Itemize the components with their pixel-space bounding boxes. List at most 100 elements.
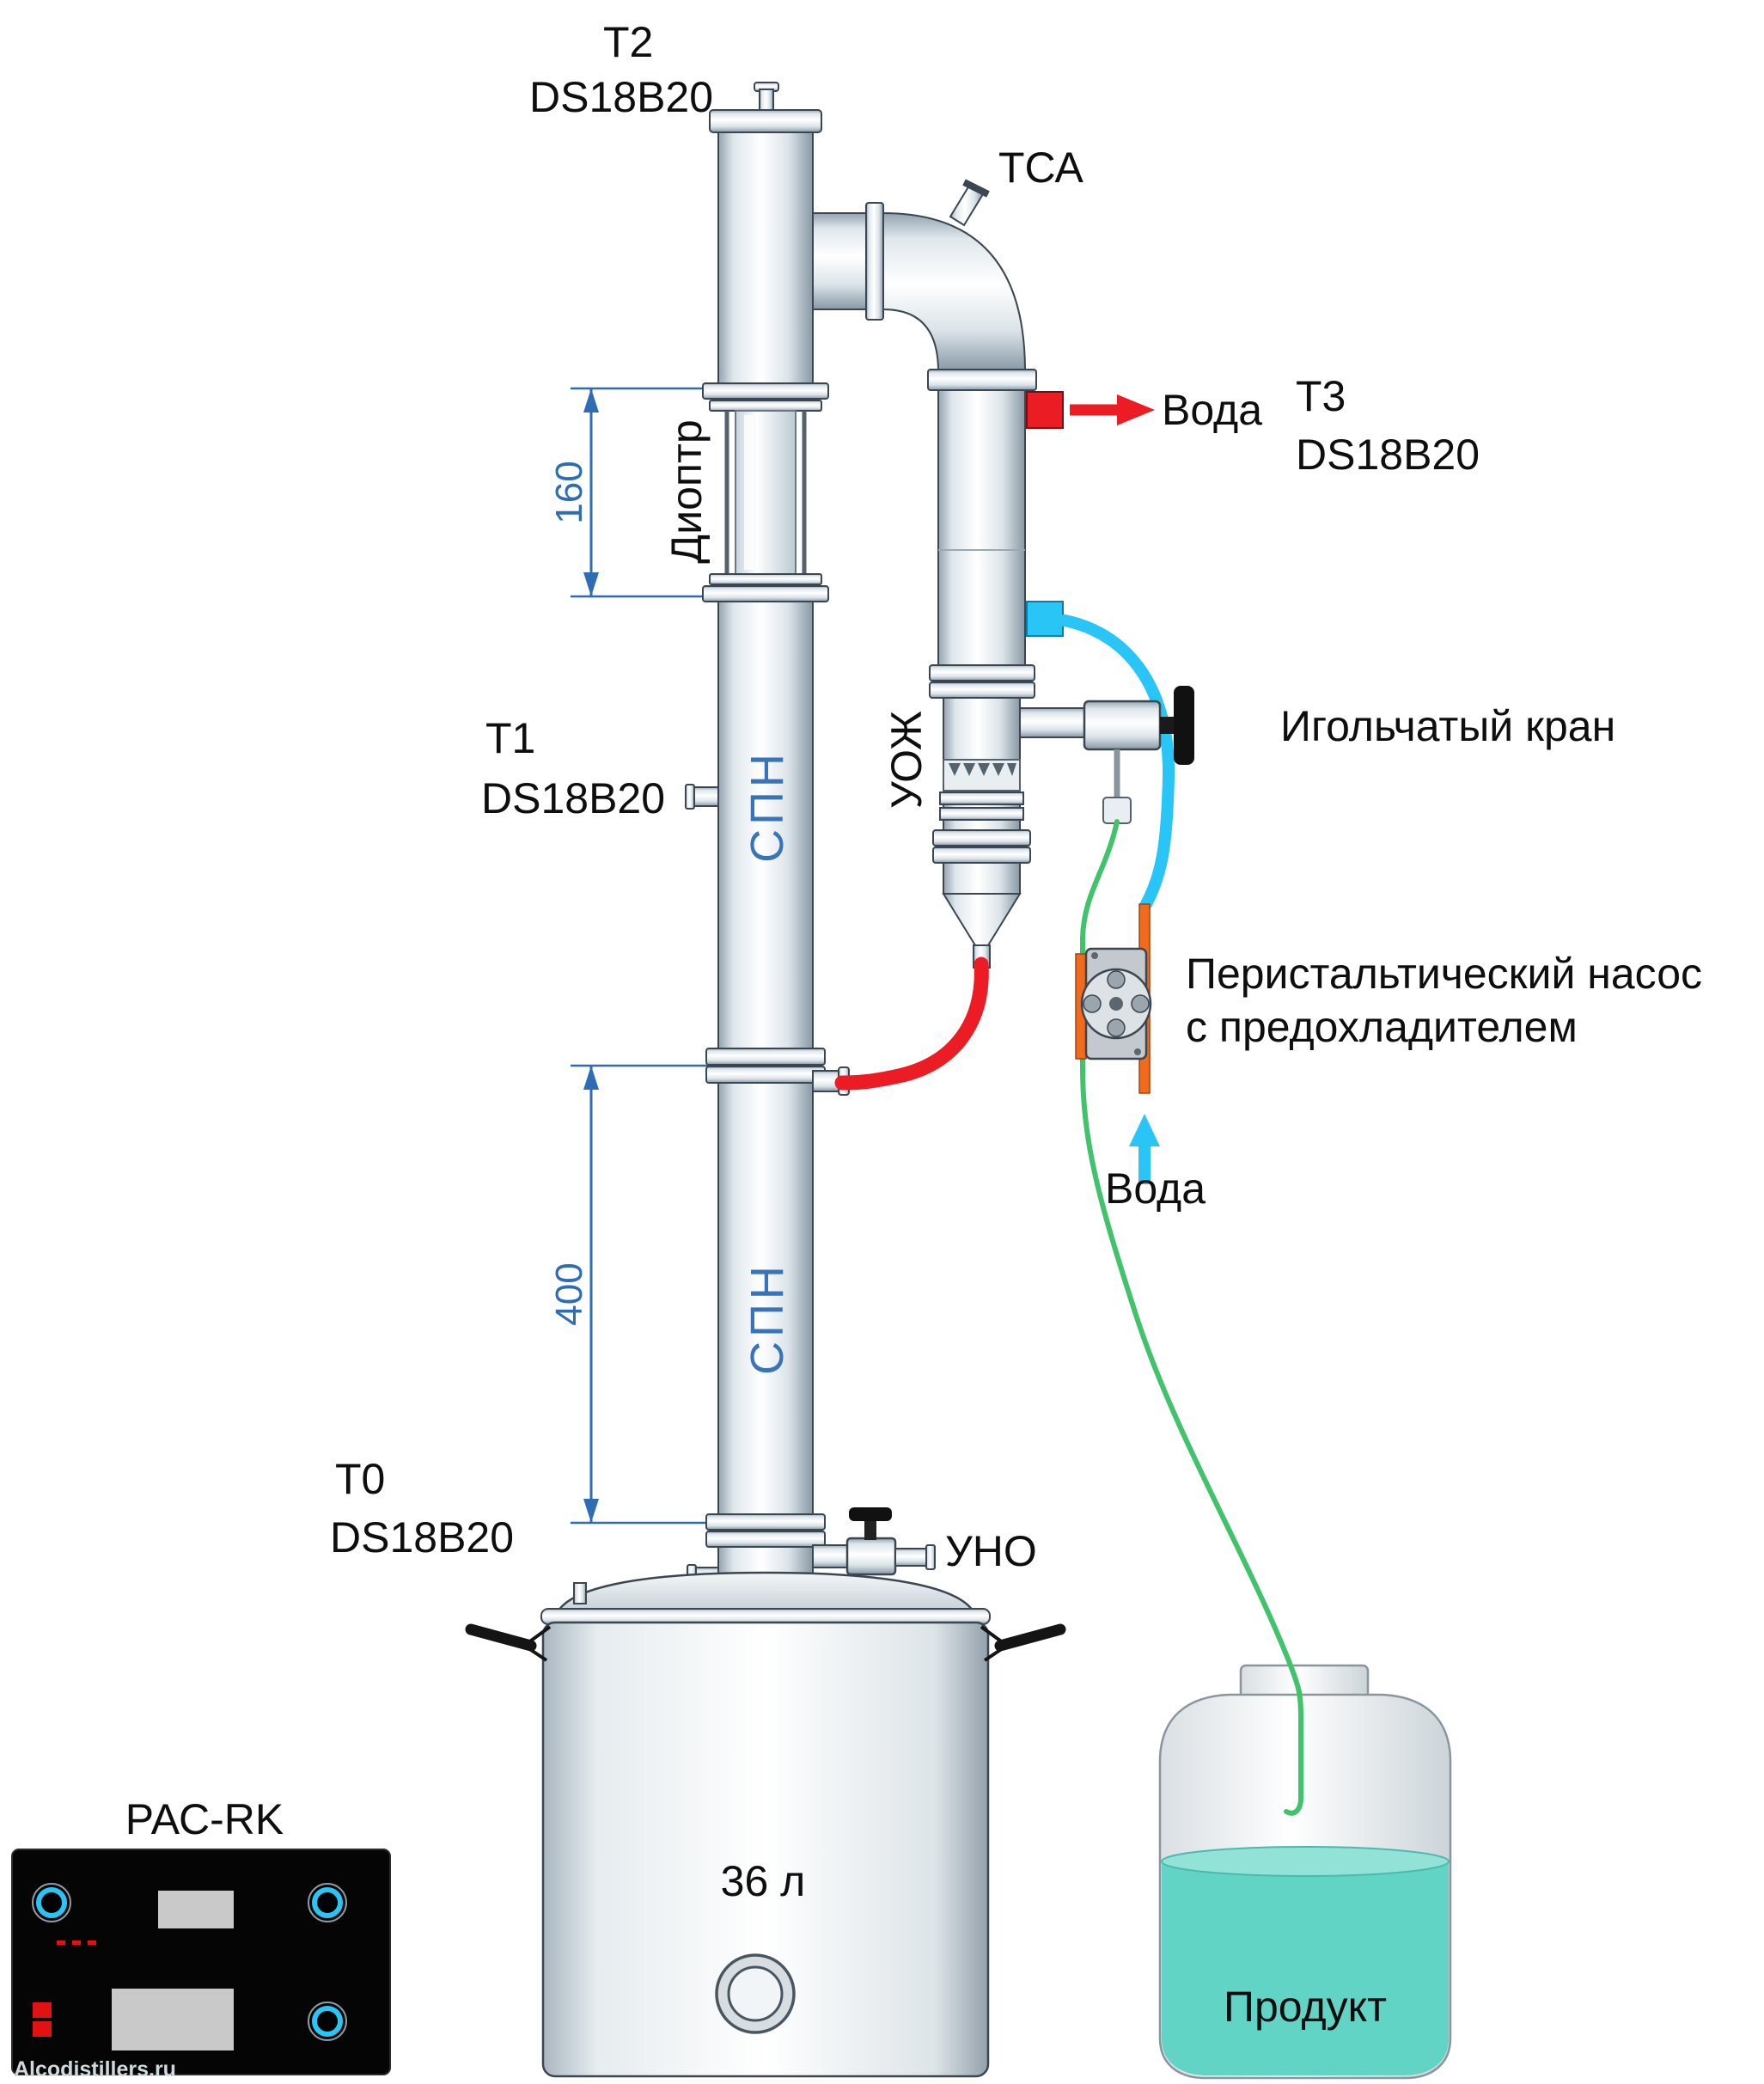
cone-flange xyxy=(932,846,1031,864)
needle-valve-body xyxy=(1083,700,1162,751)
column-top-cap xyxy=(709,109,822,133)
column-bottom-flange xyxy=(705,1531,826,1548)
t2-model-label: DS18B20 xyxy=(529,73,713,121)
dioptr-sight-glass xyxy=(702,382,829,602)
sight-mark xyxy=(978,763,990,776)
column-mid-flange xyxy=(705,1048,826,1066)
spn-lower-label: СПН xyxy=(742,1262,793,1375)
takeoff-ring xyxy=(939,807,1024,821)
bottom-cone xyxy=(942,893,1022,946)
water-outlet-port xyxy=(1026,391,1064,429)
takeoff-branch-pipe xyxy=(1019,707,1086,738)
water-in-arrow-shaft xyxy=(1138,1146,1151,1184)
dim-arrowhead-up xyxy=(583,1066,599,1090)
pump-hub xyxy=(1109,997,1123,1011)
product-tube xyxy=(1080,819,1303,1816)
pump-label-line1: Перистальтический насос xyxy=(1186,950,1702,998)
vapor-elbow xyxy=(812,179,1027,372)
spn-upper-label: СПН xyxy=(742,749,793,863)
main-column xyxy=(685,82,850,1601)
red-button xyxy=(33,2021,52,2037)
water-in-label: Вода xyxy=(1105,1164,1206,1213)
dimension-160: 160 xyxy=(548,387,711,598)
dim-arrowhead-down xyxy=(583,572,599,596)
column-pipe-lower xyxy=(717,1082,814,1515)
branch-pipe xyxy=(812,212,869,310)
dioptr-bottom-flange xyxy=(702,585,829,602)
display-small xyxy=(158,1891,234,1928)
t2-label: Т2 xyxy=(603,18,653,66)
dimension-400: 400 xyxy=(548,1064,711,1525)
boiler-handle-left-support xyxy=(514,1638,548,1662)
product-jug xyxy=(1158,1664,1452,2080)
boiler-handle-right-support xyxy=(983,1638,1017,1662)
dim-arrowhead-up xyxy=(583,388,599,413)
condenser-body xyxy=(937,389,1026,666)
water-in-arrow-head xyxy=(1129,1114,1160,1146)
product-label: Продукт xyxy=(1224,1983,1387,2031)
boiler-body xyxy=(541,1621,990,2078)
t1-label: Т1 xyxy=(485,714,535,762)
display-large xyxy=(112,1989,234,2050)
red-button xyxy=(33,2002,52,2018)
lid-port xyxy=(573,1582,587,1604)
dim-400-value: 400 xyxy=(548,1262,590,1325)
uno-valve-body xyxy=(845,1537,897,1576)
jug-liquid-surface xyxy=(1161,1846,1450,1877)
dioptr-top-gasket xyxy=(709,400,822,412)
pump-bolt xyxy=(1134,1048,1141,1055)
jug-neck xyxy=(1239,1664,1370,1700)
t1-model-label: DS18B20 xyxy=(481,774,665,822)
t0-model-label: DS18B20 xyxy=(330,1513,514,1561)
condenser-top-flange xyxy=(927,369,1037,391)
water-out-label: Вода xyxy=(1162,386,1262,434)
uno-outlet-ring xyxy=(925,1544,936,1570)
indicator-ring xyxy=(308,2001,347,2041)
uno-valve-handle xyxy=(849,1507,892,1521)
boiler-handle-left-support xyxy=(526,1625,552,1645)
pump-bolt xyxy=(1091,952,1098,959)
boiler-volume-label: 36 л xyxy=(721,1857,806,1905)
needle-valve-label: Игольчатый кран xyxy=(1280,702,1615,750)
indicator-ring xyxy=(308,1883,347,1922)
branch-flange xyxy=(865,202,884,321)
watermark: Alcodistillers.ru xyxy=(14,2057,176,2081)
indicator-ring xyxy=(32,1883,71,1922)
cone-neck xyxy=(943,862,1021,895)
jug-liquid xyxy=(1162,1861,1449,2075)
uozh-label: УОЖ xyxy=(882,711,931,809)
needle-valve-handle xyxy=(1174,686,1194,765)
cone-flange xyxy=(932,829,1031,846)
column-mid-flange xyxy=(705,1066,826,1084)
column-pipe-middle xyxy=(717,601,814,1049)
column-pipe-upper xyxy=(717,131,814,388)
uno-label: УНО xyxy=(945,1527,1037,1575)
t3-model-label: DS18B20 xyxy=(1296,431,1480,479)
pump-label-line2: с предохладителем xyxy=(1186,1003,1578,1051)
t0-label: Т0 xyxy=(335,1455,385,1503)
status-dot xyxy=(88,1940,96,1945)
pump-roller xyxy=(1083,994,1102,1013)
uno-valve-stem xyxy=(864,1519,876,1540)
controller-panel: РАС-RK xyxy=(11,1795,391,2075)
status-dot xyxy=(72,1940,81,1945)
pump-roller xyxy=(1131,994,1150,1013)
pump-roller xyxy=(1107,1018,1126,1037)
t1-port-cap xyxy=(685,784,695,810)
indicator-light xyxy=(312,1887,343,1918)
indicator-light xyxy=(312,2006,343,2037)
dioptr-label: Диоптр xyxy=(662,419,711,563)
boiler xyxy=(465,1571,1066,2078)
cooling-water-hose xyxy=(1059,614,1175,910)
boiler-handle-right-support xyxy=(980,1625,1005,1645)
needle-valve-stem xyxy=(1160,717,1175,734)
sight-mark xyxy=(1007,763,1016,776)
water-in-arrow xyxy=(1129,1114,1160,1184)
dioptr-bottom-gasket xyxy=(709,573,822,585)
uno-inlet-pipe xyxy=(812,1544,848,1568)
elbow-bend xyxy=(882,211,1027,372)
condenser-flange xyxy=(929,664,1035,681)
indicator-light xyxy=(36,1887,67,1918)
takeoff-ring xyxy=(939,791,1024,805)
